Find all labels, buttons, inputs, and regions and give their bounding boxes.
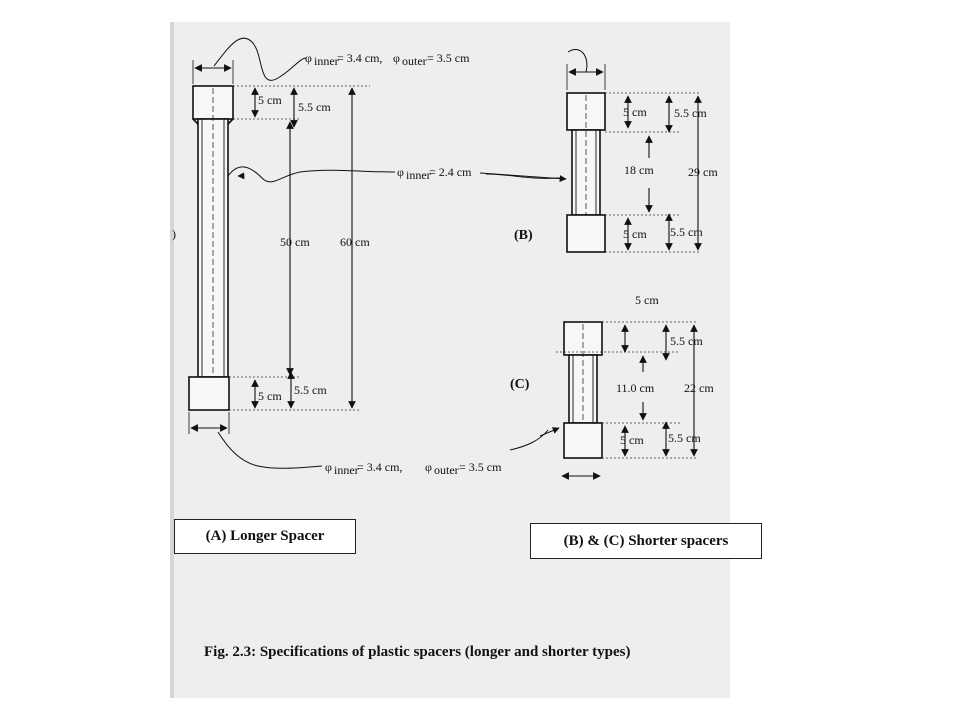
spacer-b-drawing — [566, 92, 606, 253]
spacer-a-total-label: 60 cm — [340, 235, 370, 249]
scan-shadow-edge — [170, 22, 174, 698]
spacer-c-bottom-collar-label: 5 cm — [620, 433, 644, 447]
phi-symbol-mid: φ — [397, 165, 404, 179]
spacer-c-body-label: 11.0 cm — [616, 381, 655, 395]
spacer-a-bottom-collar-total-label: 5.5 cm — [294, 383, 327, 397]
spacer-b-bottom-collar-label: 5 cm — [623, 227, 647, 241]
spacer-c-top-collar-total-label: 5.5 cm — [670, 334, 703, 348]
figure-caption: Fig. 2.3: Specifications of plastic spac… — [204, 644, 631, 660]
spacer-b-top-collar-total-label: 5.5 cm — [674, 106, 707, 120]
phi-symbol-bot-outer: φ — [425, 460, 432, 474]
spacer-c-bottom-collar-total-label: 5.5 cm — [668, 431, 701, 445]
top-outer-sub: outer — [402, 54, 427, 68]
spacer-c-above-label: 5 cm — [635, 293, 659, 307]
box-longer-spacer-label: (A) Longer Spacer — [205, 528, 325, 544]
spacer-b-total-label: 29 cm — [688, 165, 718, 179]
top-diameter-label: φ inner = 3.4 cm, φ outer = 3.5 cm — [305, 51, 470, 68]
bot-outer-sub: outer — [434, 463, 459, 477]
box-shorter-spacers-label: (B) & (C) Shorter spacers — [563, 532, 729, 549]
top-inner-sub: inner — [314, 54, 339, 68]
top-inner-value: = 3.4 cm, — [337, 51, 382, 65]
scanned-page — [170, 22, 730, 698]
top-outer-value: = 3.5 cm — [427, 51, 470, 65]
spacer-a-top-collar-label: 5 cm — [258, 93, 282, 107]
spacer-a-reference-lines — [229, 85, 370, 411]
leader-lines — [213, 37, 588, 469]
mid-inner-value: = 2.4 cm — [429, 165, 472, 179]
bot-inner-value: = 3.4 cm, — [357, 460, 402, 474]
bot-inner-sub: inner — [334, 463, 359, 477]
spacer-a-drawing — [188, 85, 234, 411]
spacer-a-label-fragment: ) — [172, 227, 176, 241]
spacer-b-body-label: 18 cm — [624, 163, 654, 177]
spacer-a-bottom-collar-label: 5 cm — [258, 389, 282, 403]
spacer-b-label: (B) — [514, 228, 533, 243]
middle-diameter-label: φ inner = 2.4 cm — [397, 165, 472, 182]
phi-symbol-bot: φ — [325, 460, 332, 474]
mid-inner-sub: inner — [406, 168, 431, 182]
bottom-diameter-label: φ inner = 3.4 cm, φ outer = 3.5 cm — [325, 460, 502, 477]
spacer-c-label: (C) — [510, 377, 530, 392]
phi-symbol-top-outer: φ — [393, 51, 400, 65]
spacer-a-top-collar-total-label: 5.5 cm — [298, 100, 331, 114]
box-longer-spacer: (A) Longer Spacer — [174, 519, 356, 554]
spacer-b-top-collar-label: 5 cm — [623, 105, 647, 119]
bot-outer-value: = 3.5 cm — [459, 460, 502, 474]
spacer-b-bottom-collar-total-label: 5.5 cm — [670, 225, 703, 239]
box-shorter-spacers: (B) & (C) Shorter spacers — [530, 523, 762, 559]
spacer-c-total-label: 22 cm — [684, 381, 714, 395]
spacer-b-reference-lines — [605, 92, 700, 253]
spacer-c-drawing — [563, 321, 603, 459]
spacer-a-body-label: 50 cm — [280, 235, 310, 249]
phi-symbol-top: φ — [305, 51, 312, 65]
